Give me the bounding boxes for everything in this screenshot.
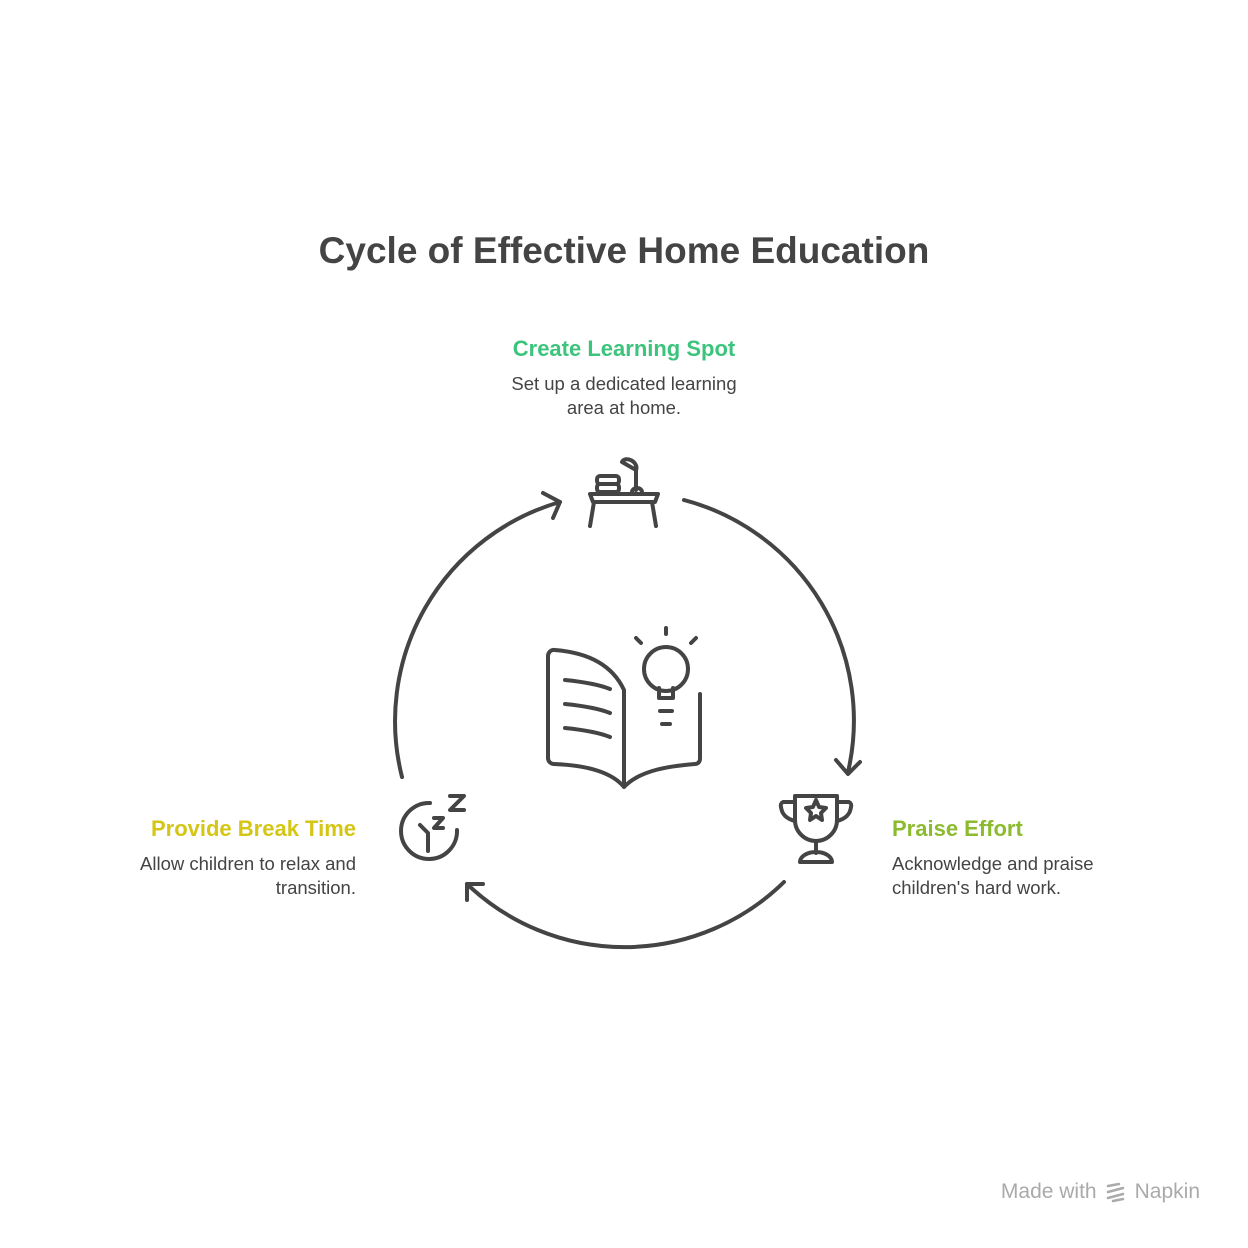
napkin-logo-icon [1106,1182,1124,1203]
step-title-provide-break-time: Provide Break Time [150,816,356,841]
step-description-provide-break-time: Allow children to relax and transition. [140,852,356,900]
description-line: area at home. [566,397,682,418]
made-with-label: Made with [1000,1180,1097,1203]
step-title-praise-effort: Praise Effort [892,816,1023,841]
description-line: transition. [275,877,356,898]
cycle-arrow-top-right [682,498,862,776]
description-line: Set up a dedicated learning [511,373,737,394]
book-lightbulb-icon [546,626,702,789]
trophy-icon [778,794,854,864]
step-description-praise-effort: Acknowledge and praise children's hard w… [892,852,1094,900]
desk-lamp-icon [588,457,660,528]
made-with-napkin-footer[interactable]: Made with Napkin [1001,1180,1200,1204]
description-line: Acknowledge and praise [892,853,1094,874]
napkin-brand-label: Napkin [1134,1180,1200,1203]
step-title-create-learning-spot: Create Learning Spot [512,336,736,361]
description-line: children's hard work. [892,877,1062,898]
cycle-arrow-bottom [465,880,786,950]
step-description-create-learning-spot: Set up a dedicated learning area at home… [0,372,1248,420]
description-line: Allow children to relax and [140,853,356,874]
diagram-title: Cycle of Effective Home Education [318,230,930,271]
sleep-clock-icon [399,794,466,861]
cycle-arrow-left [393,491,562,779]
